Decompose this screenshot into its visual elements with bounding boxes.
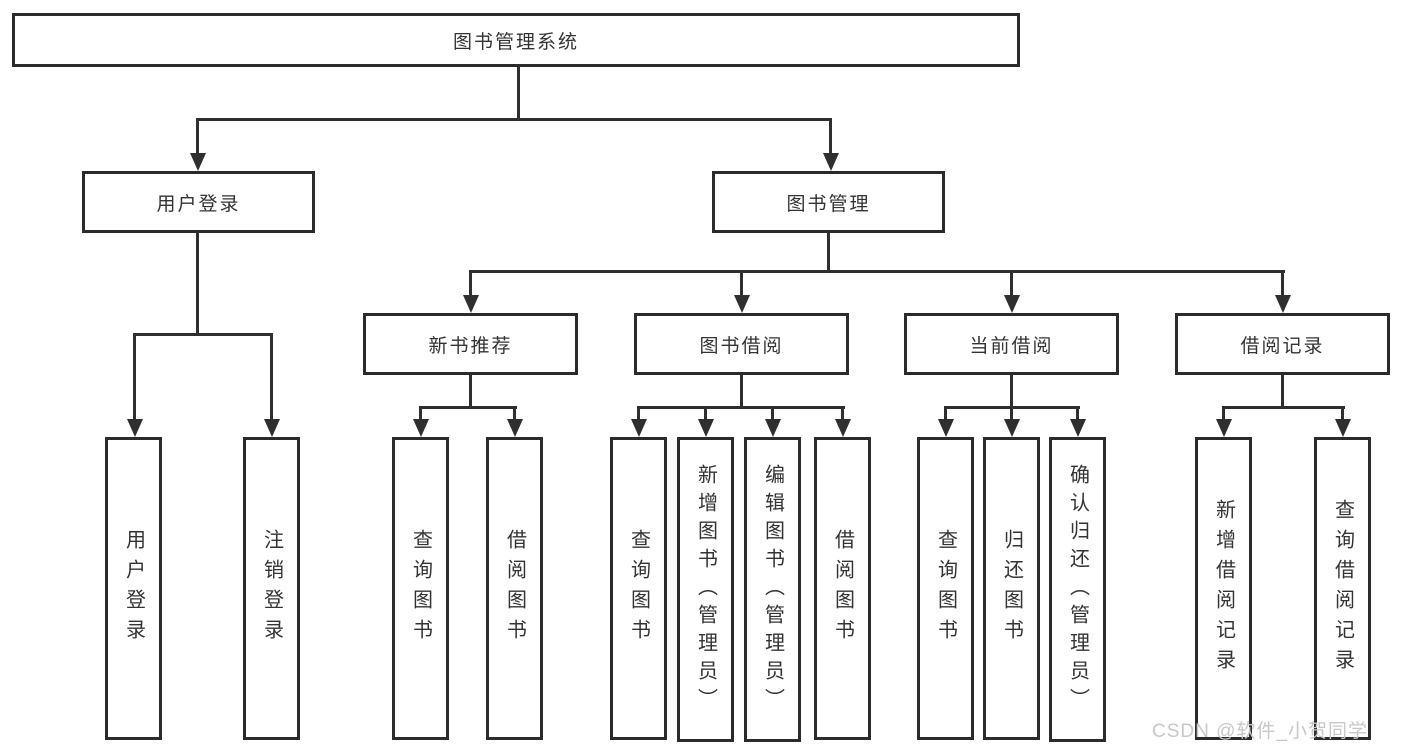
leaf-add-books-admin: 新增图书（管理员） <box>677 437 734 742</box>
leaf-add-borrow-record: 新增借阅记录 <box>1195 437 1252 740</box>
node-label: 查询图书 <box>934 528 957 649</box>
connector-line <box>1281 375 1284 408</box>
leaf-borrow-books: 借阅图书 <box>486 437 543 740</box>
connector-line <box>196 118 832 121</box>
leaf-logout: 注销登录 <box>243 437 300 740</box>
node-label: 编辑图书（管理员） <box>761 463 784 716</box>
node-label: 当前借阅 <box>969 335 1054 357</box>
connector-line <box>1222 406 1225 422</box>
connector-line <box>419 406 422 422</box>
node-book-management: 图书管理 <box>712 171 945 233</box>
leaf-query-borrow-record: 查询借阅记录 <box>1314 437 1371 740</box>
node-label: 新书推荐 <box>428 335 513 357</box>
node-borrowing-records: 借阅记录 <box>1175 313 1390 375</box>
connector-line <box>740 375 743 408</box>
arrowhead <box>938 419 954 437</box>
node-label: 图书借阅 <box>699 335 784 357</box>
node-label: 图书管理系统 <box>452 31 579 53</box>
connector-line <box>841 406 844 422</box>
connector-line <box>517 67 520 120</box>
node-label: 用户登录 <box>122 528 145 649</box>
connector-line <box>1010 375 1013 408</box>
node-label: 图书管理 <box>786 193 871 215</box>
connector-line <box>637 406 845 409</box>
node-label: 确认归还（管理员） <box>1066 463 1089 716</box>
node-label: 注销登录 <box>260 528 283 649</box>
node-label: 查询借阅记录 <box>1331 498 1354 679</box>
arrowhead <box>1004 295 1020 313</box>
node-label: 查询图书 <box>409 528 432 649</box>
connector-line <box>270 333 273 421</box>
leaf-edit-books-admin: 编辑图书（管理员） <box>744 437 801 742</box>
leaf-query-books: 查询图书 <box>392 437 449 740</box>
node-current-borrowing: 当前借阅 <box>904 313 1119 375</box>
connector-line <box>704 406 707 422</box>
node-label: 用户登录 <box>156 193 241 215</box>
arrowhead <box>734 295 750 313</box>
connector-line <box>1222 406 1345 409</box>
arrowhead <box>698 419 714 437</box>
connector-line <box>771 406 774 422</box>
node-label: 新增借阅记录 <box>1212 498 1235 679</box>
arrowhead <box>765 419 781 437</box>
connector-line <box>829 118 832 156</box>
connector-line <box>469 270 472 298</box>
node-label: 归还图书 <box>1000 528 1023 649</box>
connector-line <box>1010 406 1013 422</box>
connector-line <box>637 406 640 422</box>
arrowhead <box>1004 419 1020 437</box>
connector-line <box>419 406 517 409</box>
leaf-query-books: 查询图书 <box>917 437 974 740</box>
connector-line <box>133 333 136 421</box>
connector-line <box>469 375 472 408</box>
leaf-query-books: 查询图书 <box>610 437 667 740</box>
connector-line <box>1281 270 1284 298</box>
leaf-borrow-books: 借阅图书 <box>814 437 871 740</box>
node-user-login: 用户登录 <box>82 171 315 233</box>
arrowhead <box>823 153 839 171</box>
arrowhead <box>835 419 851 437</box>
connector-line <box>469 270 1285 273</box>
node-label: 新增图书（管理员） <box>694 463 717 716</box>
arrowhead <box>413 419 429 437</box>
node-new-book-recommendation: 新书推荐 <box>363 313 578 375</box>
connector-line <box>740 270 743 298</box>
arrowhead <box>190 153 206 171</box>
arrowhead <box>631 419 647 437</box>
arrowhead <box>264 419 280 437</box>
arrowhead <box>1070 419 1086 437</box>
arrowhead <box>127 419 143 437</box>
arrowhead <box>1335 419 1351 437</box>
connector-line <box>513 406 516 422</box>
connector-line <box>827 233 830 273</box>
node-label: 借阅图书 <box>503 528 526 649</box>
node-label: 借阅图书 <box>831 528 854 649</box>
node-label: 查询图书 <box>627 528 650 649</box>
arrowhead <box>1216 419 1232 437</box>
leaf-confirm-return-admin: 确认归还（管理员） <box>1049 437 1106 742</box>
leaf-return-books: 归还图书 <box>983 437 1040 740</box>
leaf-user-login: 用户登录 <box>105 437 162 740</box>
node-library-management-system: 图书管理系统 <box>12 13 1020 67</box>
csdn-watermark: CSDN @软件_小贺同学 <box>1152 721 1368 742</box>
connector-line <box>1341 406 1344 422</box>
arrowhead <box>1275 295 1291 313</box>
node-book-borrowing: 图书借阅 <box>634 313 849 375</box>
connector-line <box>1076 406 1079 422</box>
connector-line <box>196 118 199 156</box>
connector-line <box>1010 270 1013 298</box>
connector-line <box>196 233 199 335</box>
connector-line <box>944 406 947 422</box>
arrowhead <box>463 295 479 313</box>
node-label: 借阅记录 <box>1240 335 1325 357</box>
connector-line <box>133 333 273 336</box>
arrowhead <box>507 419 523 437</box>
